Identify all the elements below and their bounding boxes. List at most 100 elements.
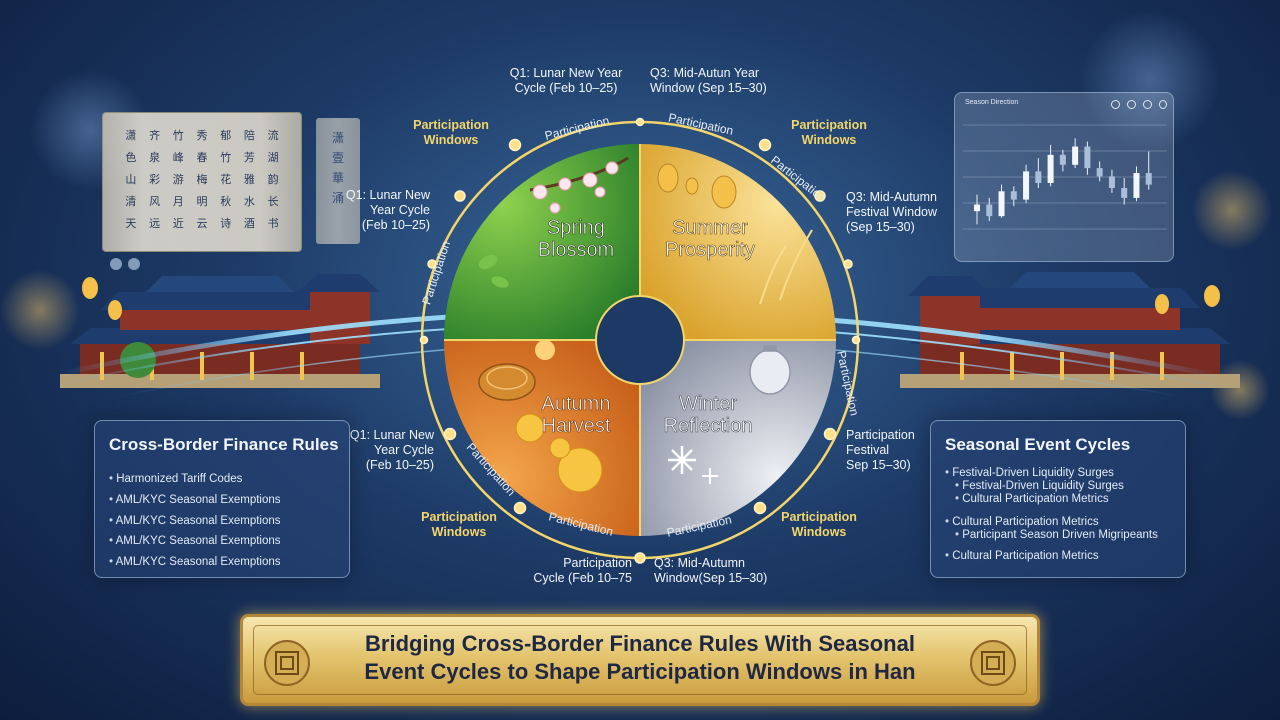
list-item: Harmonized Tariff Codes [109, 469, 281, 490]
candle-body [1010, 191, 1017, 200]
candle-body [1133, 173, 1140, 198]
moon-icon [535, 340, 555, 360]
autumn-label-1: Autumn [542, 393, 611, 415]
blossom-icon [529, 156, 629, 214]
list-item: AML/KYC Seasonal Exemptions [109, 552, 281, 573]
ring-label: Participation [543, 113, 610, 143]
cross-border-rules-panel: Cross-Border Finance Rules Harmonized Ta… [94, 420, 350, 578]
list-item: Cultural Participation Metrics [945, 550, 1158, 563]
lantern-icon [749, 345, 791, 395]
calligraphy-glyph: 峰 [172, 151, 184, 164]
chart-title: Season Direction [965, 99, 1019, 106]
candle-body [1047, 154, 1054, 183]
candle-body [1023, 171, 1030, 200]
calligraphy-glyph: 近 [172, 217, 184, 230]
calligraphy-glyph: 天 [125, 217, 137, 230]
calligraphy-glyph: 潇 [331, 131, 344, 145]
calligraphy-glyph: 竹 [220, 151, 232, 164]
candle-body [1145, 173, 1152, 185]
calligraphy-glyph: 花 [220, 173, 232, 186]
list-item: AML/KYC Seasonal Exemptions [109, 511, 281, 532]
candle-body [986, 204, 993, 217]
calligraphy-scroll-small: 潇壹華涌 [316, 118, 360, 244]
chart-control-icon[interactable] [1127, 100, 1136, 109]
candle-body [1108, 176, 1115, 188]
calligraphy-glyph: 齐 [149, 129, 161, 142]
snowflake-icon [702, 468, 718, 484]
list-item: Cultural Participation Metrics [945, 493, 1158, 506]
chart-control-icon[interactable] [1143, 100, 1152, 109]
calligraphy-glyph: 竹 [172, 129, 184, 142]
list-item: AML/KYC Seasonal Exemptions [109, 490, 281, 511]
calligraphy-glyph: 书 [267, 217, 279, 230]
mooncake-icon [478, 363, 536, 401]
calligraphy-glyph: 韵 [267, 173, 279, 186]
winter-label-2: Reflection [664, 415, 753, 437]
calligraphy-glyph: 陪 [243, 129, 255, 142]
candlestick-chart [963, 124, 1167, 230]
calligraphy-glyph: 春 [196, 151, 208, 164]
calligraphy-glyph: 秋 [220, 195, 232, 208]
calligraphy-scroll: 潇齐竹秀郁陪流色泉峰春竹芳湖山彩游梅花雅韵清风月明秋水长天远近云诗酒书 [102, 112, 302, 252]
calligraphy-glyph: 泉 [149, 151, 161, 164]
wheel-hub [595, 295, 685, 385]
calligraphy-glyph: 风 [149, 195, 161, 208]
candlestick-chart-panel: Season Direction [954, 92, 1174, 262]
candle-body [1035, 171, 1042, 183]
quadrant-spring[interactable] [444, 144, 640, 340]
list-item: Festival-Driven Liquidity Surges [945, 467, 1158, 480]
wheat-icon [759, 229, 813, 305]
decor-dot [110, 258, 122, 270]
calligraphy-glyph: 云 [196, 217, 208, 230]
leaf-icon [478, 254, 509, 288]
candle-body [998, 191, 1005, 217]
knot-emblem-icon [970, 640, 1016, 686]
calligraphy-glyph: 壹 [331, 151, 344, 165]
calligraphy-glyph: 彩 [149, 173, 161, 186]
lantern-icon [657, 163, 737, 209]
calligraphy-glyph: 酒 [243, 217, 255, 230]
autumn-label-2: Harvest [542, 415, 611, 437]
calligraphy-glyph: 游 [172, 173, 184, 186]
list-item: Cultural Participation Metrics [945, 516, 1158, 529]
calligraphy-glyph: 雅 [243, 173, 255, 186]
candle-body [1084, 146, 1091, 169]
candle-body [974, 204, 980, 212]
panel-title: Seasonal Event Cycles [945, 435, 1131, 454]
list-item: AML/KYC Seasonal Exemptions [109, 531, 281, 552]
chart-control-icon[interactable] [1111, 100, 1120, 109]
decor-dot [128, 258, 140, 270]
calligraphy-glyph: 山 [125, 173, 137, 186]
knot-emblem-icon [264, 640, 310, 686]
ring-label: Participation [419, 239, 453, 306]
calligraphy-glyph: 芳 [243, 151, 255, 164]
title-banner: Bridging Cross-Border Finance Rules With… [240, 614, 1040, 706]
calligraphy-glyph: 華 [331, 171, 344, 185]
ring-node-group [419, 117, 861, 564]
calligraphy-glyph: 色 [125, 151, 137, 164]
calligraphy-glyph: 郁 [220, 129, 232, 142]
calligraphy-glyph: 秀 [196, 129, 208, 142]
calligraphy-glyph: 水 [243, 195, 255, 208]
snowflake-icon [668, 446, 696, 474]
chart-control-icon[interactable] [1159, 100, 1167, 109]
quadrant-winter[interactable] [640, 340, 836, 536]
list-item: Participant Season Driven Migripeants [945, 529, 1158, 542]
calligraphy-glyph: 清 [125, 195, 137, 208]
calligraphy-glyph: 湖 [267, 151, 279, 164]
banner-title: Bridging Cross-Border Finance Rules With… [364, 631, 916, 684]
ring-label: Participation [667, 110, 735, 137]
winter-label-1: Winter [679, 393, 737, 415]
candle-body [1072, 146, 1079, 165]
spring-label-2: Blossom [538, 239, 615, 261]
